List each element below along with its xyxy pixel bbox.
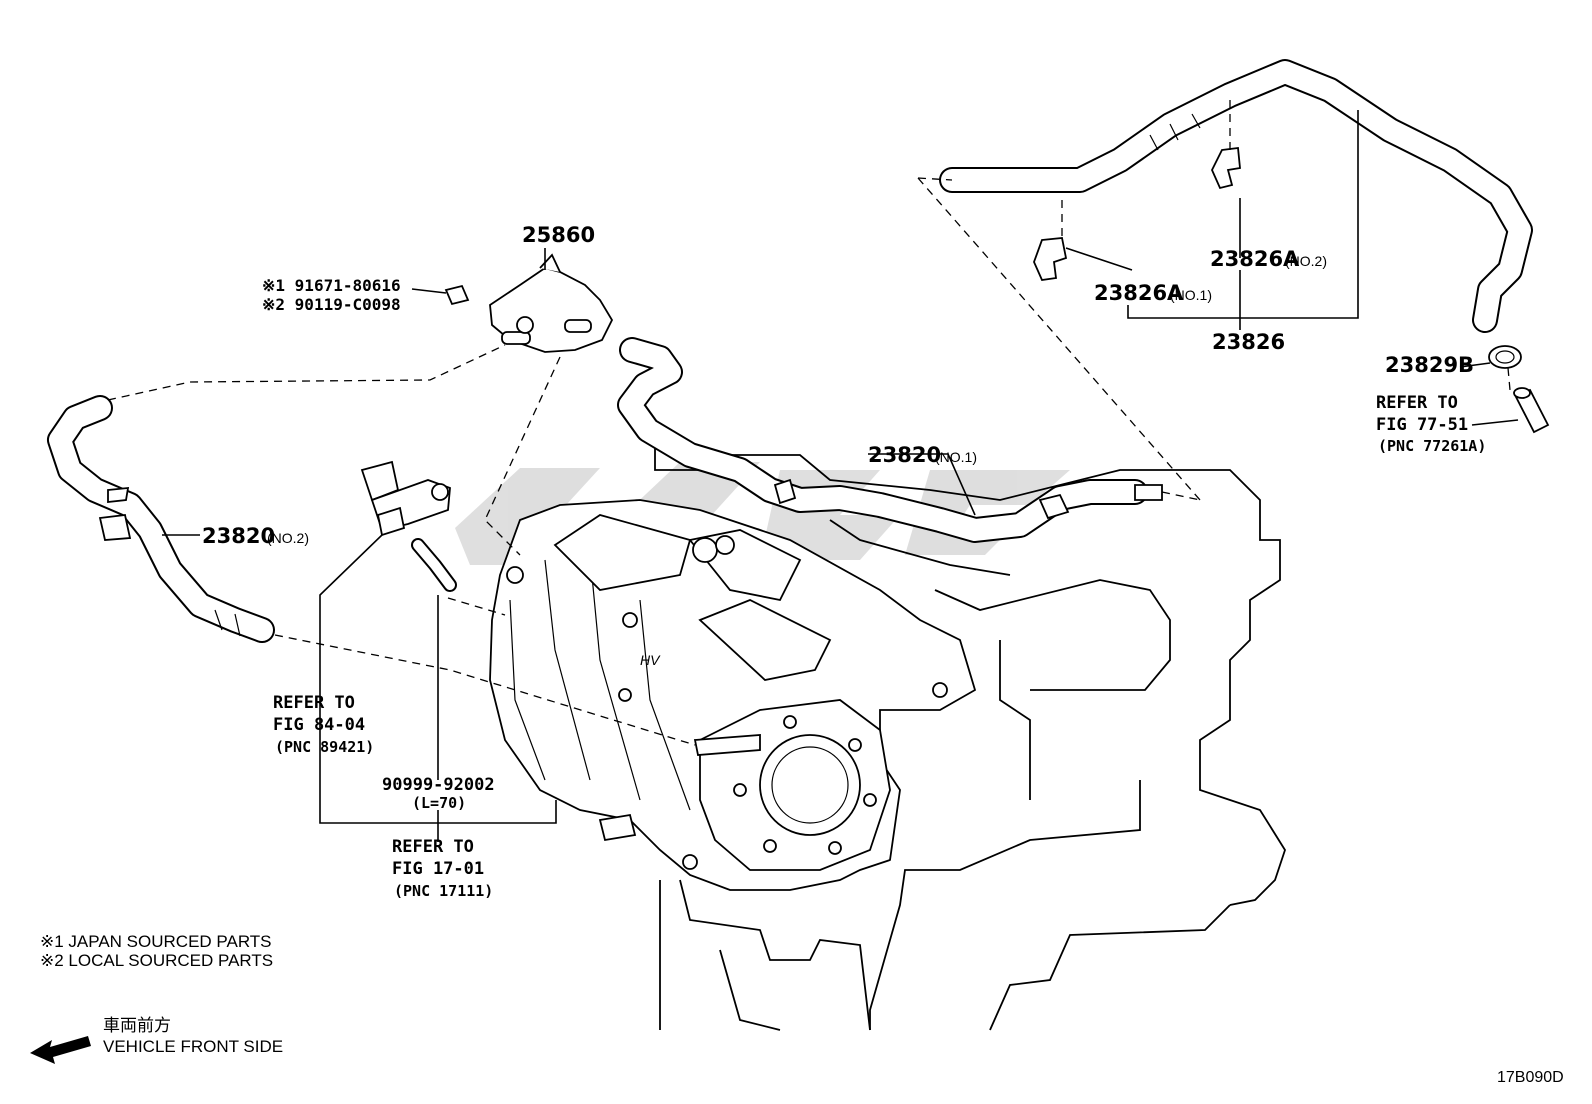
svg-text:(PNC 89421): (PNC 89421) (275, 738, 374, 756)
clamp-23826a-no2 (1211, 146, 1241, 190)
arrow-left-icon (30, 1036, 91, 1064)
hose-23820-no2 (47, 395, 275, 643)
drawing-code: 17B090D (1497, 1069, 1564, 1086)
label-23820-no1-sub: (NO.1) (935, 449, 977, 465)
refer-to-84-04: REFER TO FIG 84-04 (PNC 89421) (273, 693, 374, 756)
label-23820-no2: 23820 (202, 524, 275, 548)
hose-23826 (939, 59, 1533, 333)
vsv-25860 (444, 253, 614, 353)
note-local-sourced: ※2 LOCAL SOURCED PARTS (40, 951, 273, 970)
label-90999-92002: 90999-92002 (382, 775, 495, 795)
svg-text:FIG 84-04: FIG 84-04 (273, 715, 365, 735)
leader-lines (162, 110, 1519, 842)
label-25860: 25860 (522, 223, 595, 247)
vehicle-front-indicator: 車両前方 VEHICLE FRONT SIDE (30, 1016, 283, 1064)
dashed-connections (107, 100, 1511, 746)
label-90999-92002-length: (L=70) (412, 794, 466, 812)
label-23826: 23826 (1212, 330, 1285, 354)
svg-text:FIG 17-01: FIG 17-01 (392, 859, 484, 879)
refer-to-77-51: REFER TO FIG 77-51 (PNC 77261A) (1376, 393, 1486, 455)
svg-text:REFER TO: REFER TO (392, 837, 474, 857)
note-japan-sourced: ※1 JAPAN SOURCED PARTS (40, 932, 272, 951)
label-23820-no1: 23820 (868, 443, 941, 467)
hybrid-transaxle-assembly: HV (489, 499, 977, 891)
label-23826a-no1: 23826A (1094, 281, 1184, 305)
label-23826a-no1-sub: (NO.1) (1170, 287, 1212, 303)
label-23826a-no2-sub: (NO.2) (1285, 253, 1327, 269)
part-labels: 25860 ※1 91671-80616 ※2 90119-C0098 2382… (202, 223, 1474, 812)
label-90119-c0098: ※2 90119-C0098 (262, 295, 401, 314)
refer-to-17-01: REFER TO FIG 17-01 (PNC 17111) (392, 837, 493, 900)
hose-23820-no1 (617, 337, 1163, 543)
label-23826a-no2: 23826A (1210, 247, 1300, 271)
svg-text:REFER TO: REFER TO (1376, 393, 1458, 413)
svg-text:REFER TO: REFER TO (273, 693, 355, 713)
front-label-en: VEHICLE FRONT SIDE (103, 1037, 283, 1056)
pipe-end-77-51 (1513, 387, 1550, 434)
label-23829b: 23829B (1385, 353, 1474, 377)
clamp-23826a-no1 (1033, 237, 1068, 281)
svg-text:(PNC 17111): (PNC 17111) (394, 882, 493, 900)
sourcing-notes: ※1 JAPAN SOURCED PARTS ※2 LOCAL SOURCED … (40, 932, 273, 970)
label-23820-no2-sub: (NO.2) (267, 530, 309, 546)
svg-text:(PNC 77261A): (PNC 77261A) (1378, 437, 1486, 455)
svg-text:FIG 77-51: FIG 77-51 (1376, 415, 1468, 435)
hose-90999-92002 (411, 538, 457, 592)
pressure-sensor (360, 460, 451, 537)
engine-outline (654, 440, 1286, 1031)
clamp-23829b (1488, 345, 1522, 369)
hv-mark: HV (640, 652, 661, 668)
front-label-jp: 車両前方 (103, 1016, 171, 1035)
label-91671-80616: ※1 91671-80616 (262, 276, 401, 295)
